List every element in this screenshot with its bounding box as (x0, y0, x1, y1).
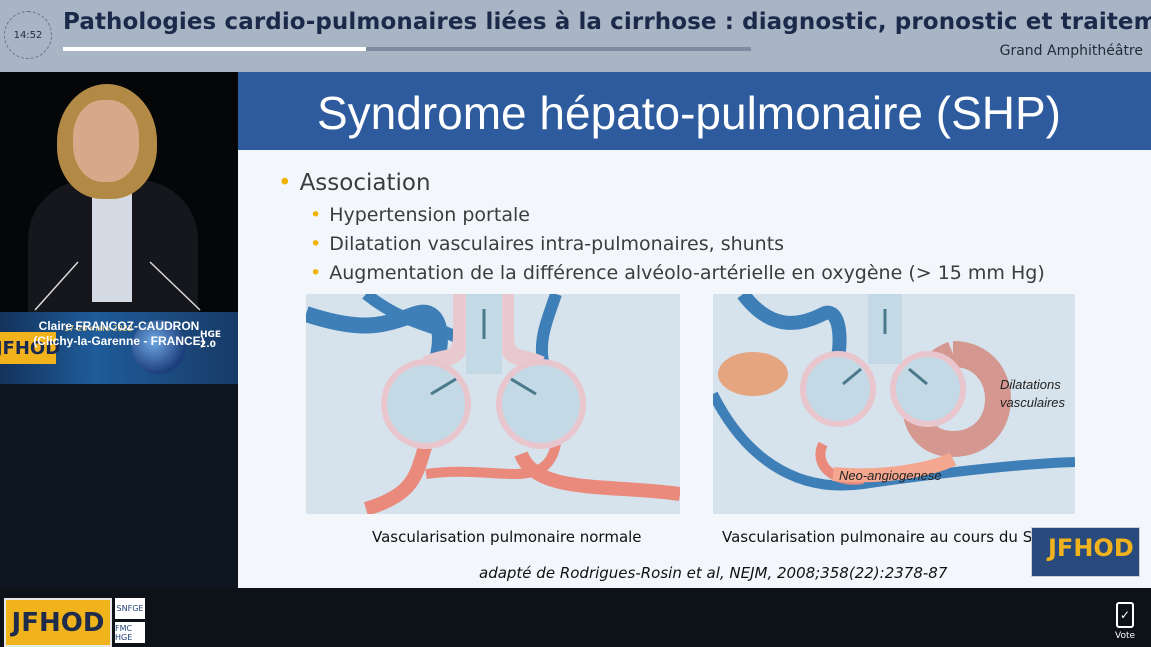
presentation-slide: Syndrome hépato-pulmonaire (SHP) • Associ… (238, 72, 1151, 588)
snfge-logo: SNFGE (115, 598, 145, 619)
session-header: 14:52 Pathologies cardio-pulmonaires lié… (0, 0, 1151, 72)
clock-badge: 14:52 (4, 11, 52, 59)
jfhod-logo[interactable]: JFHOD (4, 598, 112, 647)
congress-banner: JFHOD 17-20 mars 2022 HGE 2.0 (0, 312, 238, 384)
sub-bullet: • Dilatation vasculaires intra-pulmonaire… (310, 233, 784, 255)
phone-check-icon: ✓ (1116, 602, 1134, 628)
bullet-main-text: Association (299, 170, 431, 196)
fmc-hge-logo: FMC HGE (115, 622, 145, 643)
footer-bar: JFHOD SNFGE FMC HGE ✓ Vote (0, 588, 1151, 647)
figure-left-caption: Vascularisation pulmonaire normale (372, 528, 642, 546)
slide-corner-logo: JFHOD (1031, 527, 1140, 577)
sub-bullet-text: Hypertension portale (329, 204, 530, 226)
label-neo-angiogenese: Neo-angiogenese (839, 468, 942, 483)
bullet-dot-icon: • (278, 170, 292, 196)
speaker-shirt (92, 182, 132, 302)
vote-label: Vote (1114, 631, 1136, 641)
label-dilatations: Dilatations vasculaires (1000, 377, 1066, 410)
alveoli-normal-illustration (303, 289, 681, 516)
session-progress-bar (63, 47, 751, 51)
sub-bullet-text: Augmentation de la différence alvéolo-ar… (329, 262, 1045, 284)
figure-right-caption: Vascularisation pulmonaire au cours du S… (722, 528, 1053, 546)
bullet-dot-icon: • (310, 204, 322, 226)
session-progress-fill (63, 47, 366, 51)
speaker-affiliation: (Clichy-la-Garenne - FRANCE) (33, 334, 205, 348)
room-name: Grand Amphithéâtre (999, 43, 1143, 59)
session-title: Pathologies cardio-pulmonaires liées à l… (63, 9, 1151, 35)
sub-bullet: • Hypertension portale (310, 204, 530, 226)
banner-badge: HGE 2.0 (200, 330, 222, 350)
banner-logo: JFHOD (0, 332, 60, 364)
speaker-video[interactable] (0, 72, 238, 312)
digestive-globe-icon (132, 320, 186, 374)
vote-button[interactable]: ✓ Vote (1108, 602, 1142, 646)
microphone-icon (34, 261, 201, 311)
bullet-dot-icon: • (310, 262, 322, 284)
slide-title: Syndrome hépato-pulmonaire (SHP) (316, 87, 1061, 139)
sub-bullet-text: Dilatation vasculaires intra-pulmonaires… (329, 233, 785, 255)
bullet-dot-icon: • (310, 233, 322, 255)
slide-title-bar: Syndrome hépato-pulmonaire (SHP) (238, 72, 1151, 150)
sub-bullet: • Augmentation de la différence alvéolo-a… (310, 262, 1045, 284)
speaker-face (73, 100, 139, 182)
figure-normal-vasculature (303, 289, 681, 516)
bullet-main: • Association (278, 170, 431, 196)
speaker-caption: Claire FRANCOZ-CAUDRON (Clichy-la-Garenn… (0, 319, 238, 349)
figure-shp-vasculature: Dilatations vasculaires Neo-angiogenese (708, 289, 1076, 514)
alveoli-shp-illustration (708, 289, 1076, 514)
speaker-name: Claire FRANCOZ-CAUDRON (38, 319, 200, 333)
citation-reference: adapté de Rodrigues-Rosin et al, NEJM, 2… (479, 564, 948, 582)
banner-dates: 17-20 mars 2022 (64, 324, 133, 333)
corner-logo-text: JFHOD (1048, 534, 1134, 562)
speaker-panel: JFHOD 17-20 mars 2022 HGE 2.0 Claire FRA… (0, 72, 238, 588)
